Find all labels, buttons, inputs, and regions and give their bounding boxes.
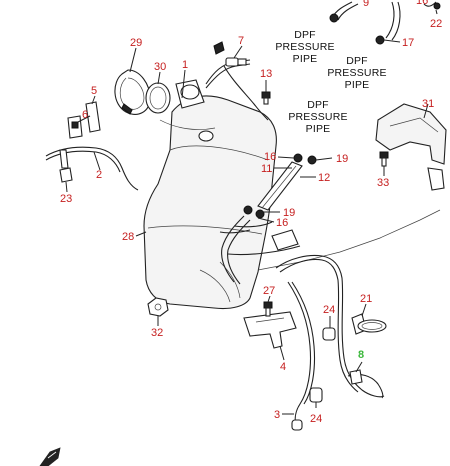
bolt[interactable]: [261, 91, 271, 105]
sensor-connector[interactable]: [59, 167, 73, 183]
callout-31[interactable]: 31: [422, 98, 434, 110]
callout-3[interactable]: 3: [274, 409, 280, 421]
callout-24a[interactable]: 24: [323, 304, 335, 316]
bracket-bolt[interactable]: [263, 301, 273, 317]
nut[interactable]: [147, 297, 169, 317]
callout-27[interactable]: 27: [263, 285, 275, 297]
callout-33[interactable]: 33: [377, 177, 389, 189]
callout-17[interactable]: 17: [402, 37, 414, 49]
callout-22[interactable]: 22: [430, 18, 442, 30]
dpf-mounting-bracket[interactable]: [375, 103, 447, 191]
dpf-pressure-pipe-label-a: DPF PRESSURE PIPE: [275, 29, 334, 65]
pipe-bracket[interactable]: [243, 311, 297, 349]
sensor-bracket[interactable]: [67, 101, 101, 139]
callout-19a[interactable]: 19: [336, 153, 348, 165]
callout-30[interactable]: 30: [154, 61, 166, 73]
callout-21[interactable]: 21: [360, 293, 372, 305]
pressure-sensor-pipe[interactable]: [45, 146, 139, 191]
dpf-pressure-pipe-label-c: DPF PRESSURE PIPE: [288, 99, 347, 135]
exhaust-temperature-sensor[interactable]: [205, 41, 269, 121]
callout-13[interactable]: 13: [260, 68, 272, 80]
label-a-line-1: DPF: [294, 29, 316, 41]
label-b-line-1: DPF: [346, 55, 368, 67]
label-a-line-3: PIPE: [293, 53, 318, 65]
dpf-pressure-hose[interactable]: [243, 153, 317, 219]
label-c-line-2: PRESSURE: [288, 111, 347, 123]
callout-4[interactable]: 4: [280, 361, 286, 373]
callout-8[interactable]: 8: [358, 349, 364, 361]
callout-9[interactable]: 9: [363, 0, 369, 9]
label-c-line-1: DPF: [307, 99, 329, 111]
hose-clamp[interactable]: [351, 313, 387, 335]
callout-16a[interactable]: 16: [264, 151, 276, 163]
label-a-line-2: PRESSURE: [275, 41, 334, 53]
exhaust-gasket[interactable]: [145, 82, 171, 114]
callout-16b[interactable]: 16: [276, 217, 288, 229]
callout-numbers: 1 2 3 4 5 6 7 8 9 11 12 13 16 16 16 17 1…: [60, 0, 442, 425]
callout-5[interactable]: 5: [91, 85, 97, 97]
callout-16c[interactable]: 16: [416, 0, 428, 7]
callout-1[interactable]: 1: [182, 59, 188, 71]
vacuum-hose[interactable]: [287, 281, 316, 431]
dpf-pressure-pipe-label-b: DPF PRESSURE PIPE: [327, 55, 386, 91]
dpf-pressure-pipe-upper[interactable]: [329, 1, 441, 45]
exhaust-clamp[interactable]: [114, 69, 151, 115]
callout-12[interactable]: 12: [318, 172, 330, 184]
leader-lines: [65, 9, 438, 415]
callout-32[interactable]: 32: [151, 327, 163, 339]
front-direction-arrow-icon: [39, 447, 61, 466]
mounting-bolt[interactable]: [379, 151, 389, 167]
callout-23[interactable]: 23: [60, 193, 72, 205]
label-b-line-3: PIPE: [345, 79, 370, 91]
callout-11[interactable]: 11: [261, 163, 272, 175]
pressure-hose-highlighted[interactable]: [347, 369, 384, 399]
callout-19b[interactable]: 19: [283, 207, 295, 219]
callout-6[interactable]: 6: [82, 109, 88, 121]
callout-28[interactable]: 28: [122, 231, 134, 243]
hose-plug[interactable]: [309, 327, 336, 403]
callout-2[interactable]: 2: [96, 169, 102, 181]
dpf-sensor-line[interactable]: [257, 209, 441, 398]
label-b-line-2: PRESSURE: [327, 67, 386, 79]
callout-7[interactable]: 7: [238, 35, 244, 47]
dpf-pressure-pipe-assembly[interactable]: [219, 215, 301, 285]
callout-24b[interactable]: 24: [310, 413, 322, 425]
dpf-catalyst-body[interactable]: [143, 95, 277, 310]
callout-29[interactable]: 29: [130, 37, 142, 49]
label-c-line-3: PIPE: [306, 123, 331, 135]
